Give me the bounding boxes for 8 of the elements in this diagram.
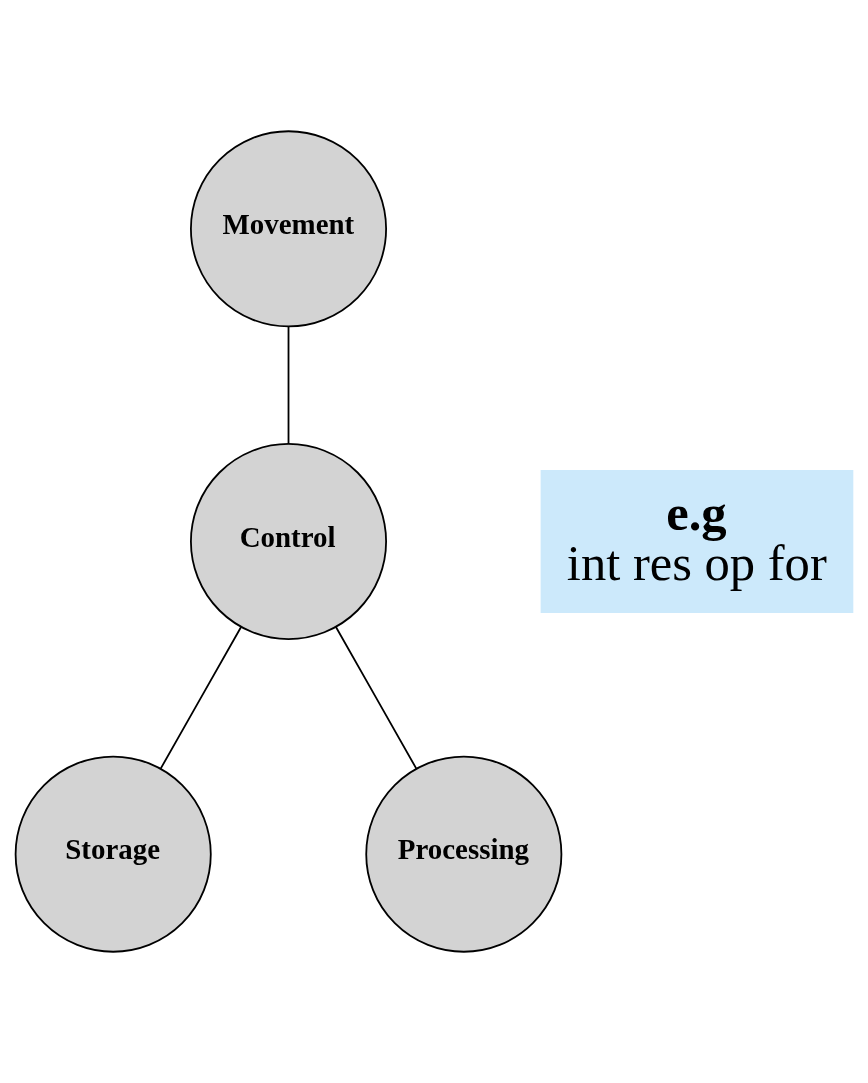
- connector: [159, 626, 242, 770]
- node-circle: Control: [190, 443, 387, 640]
- connector: [335, 626, 418, 770]
- node-box: e.g int res op for: [540, 470, 854, 613]
- node-circle: Movement: [190, 130, 387, 328]
- node-circle: Storage: [14, 755, 212, 953]
- connector: [287, 325, 290, 445]
- node-circle: Processing: [365, 755, 563, 953]
